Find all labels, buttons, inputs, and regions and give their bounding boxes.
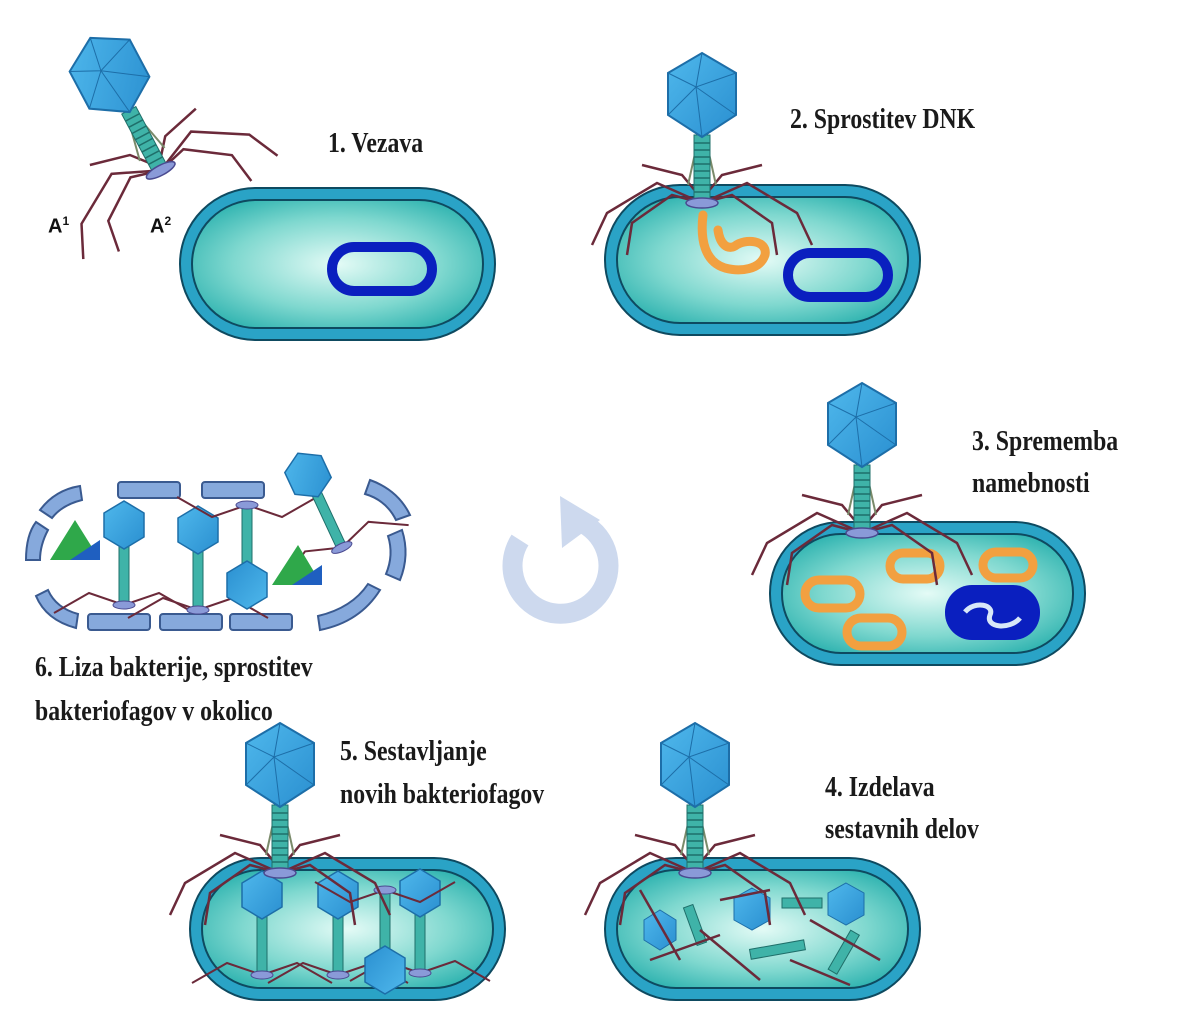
phage-dna [697, 210, 770, 275]
phage-dna-copies [800, 547, 1038, 651]
bacterium-step-2 [604, 184, 921, 336]
phage-components [638, 882, 881, 987]
step-3-label-line1: 3. Sprememba [972, 425, 1119, 457]
bacterial-plasmid [327, 242, 437, 296]
released-phages [50, 422, 410, 619]
step-1-label: 1. Vezava [328, 127, 424, 159]
attachment-site-a1: A1 [48, 214, 70, 238]
bacterium-step-3 [769, 521, 1086, 666]
attachment-site-a2: A2 [150, 214, 172, 238]
step-6-label-line1: 6. Liza bakterije, sprostitev [35, 651, 313, 683]
step-4-label-line2: sestavnih delov [825, 813, 979, 845]
lysed-bacterium [24, 478, 412, 632]
cycle-arrow-icon [502, 496, 619, 624]
step-4-label-line1: 4. Izdelava [825, 771, 935, 803]
bacterium-step-1 [179, 187, 496, 341]
bacterium-step-4 [604, 857, 921, 1001]
step-6-label-line2: bakteriofagov v okolico [35, 695, 273, 727]
bacterium-step-5 [189, 857, 506, 1001]
bacterial-plasmid [783, 248, 893, 302]
step-5-label-line1: 5. Sestavljanje [340, 735, 487, 767]
step-5-label-line2: novih bakteriofagov [340, 778, 545, 810]
step-3-label-line2: namebnosti [972, 467, 1090, 499]
step-2-label: 2. Sprostitev DNK [790, 103, 976, 135]
